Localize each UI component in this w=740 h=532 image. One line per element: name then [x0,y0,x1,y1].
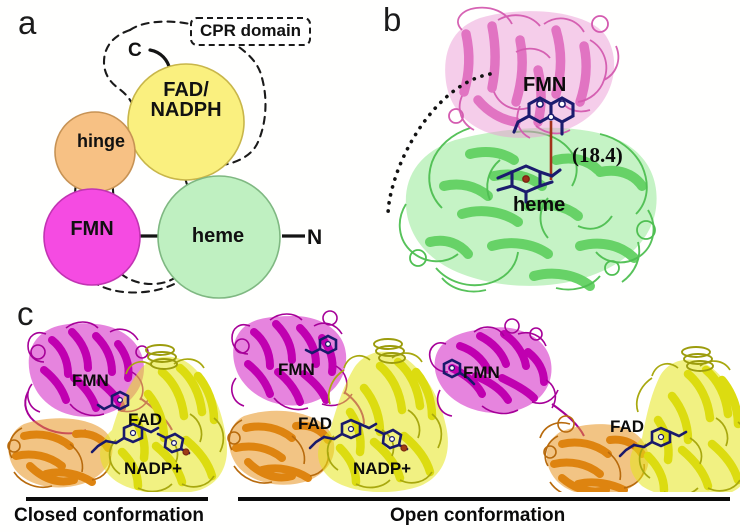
n-terminus-label: N [307,226,323,249]
heme-domain-ribbon [398,127,657,293]
open1-hinge-domain [227,410,335,485]
fmn-cofactor-sticks [512,96,575,136]
structure-closed-conformation [7,321,227,492]
panel-letter-b: b [383,1,402,38]
heme-cofactor-sticks [496,164,562,204]
panel-letter-c: c [17,295,34,332]
structure-open-conformation-1 [227,310,448,492]
closed-cofactor-sticks [90,390,191,456]
flexible-linker-dotted-arc [386,72,492,218]
cpr-domain-label: CPR domain [190,17,312,46]
node-circle-fmn [43,188,141,286]
open1-cofactor-sticks [304,334,409,452]
open2-fad-terminal-coil [681,346,714,372]
open2-fad-domain [630,346,740,492]
open1-fad-terminal-coil [373,338,406,364]
open2-cofactor-sticks [442,358,688,458]
node-circle-fad-nadph [127,63,245,181]
closed-fad-terminal-coil [145,344,178,370]
node-circle-heme [157,175,281,299]
panel-letter-a: a [18,4,37,41]
closed-conformation-rule [26,497,208,501]
open1-fad-domain [318,338,448,492]
open1-fmn-domain [231,310,365,425]
open-conformation-caption: Open conformation [390,505,566,526]
structure-open-conformation-2 [428,318,740,492]
open-conformation-rule [238,497,730,501]
closed-hinge-domain [7,418,113,488]
open2-fmn-domain [428,318,585,437]
closed-conformation-caption: Closed conformation [14,505,205,526]
c-terminus-label: C [128,40,142,61]
closed-fad-domain [100,344,227,492]
